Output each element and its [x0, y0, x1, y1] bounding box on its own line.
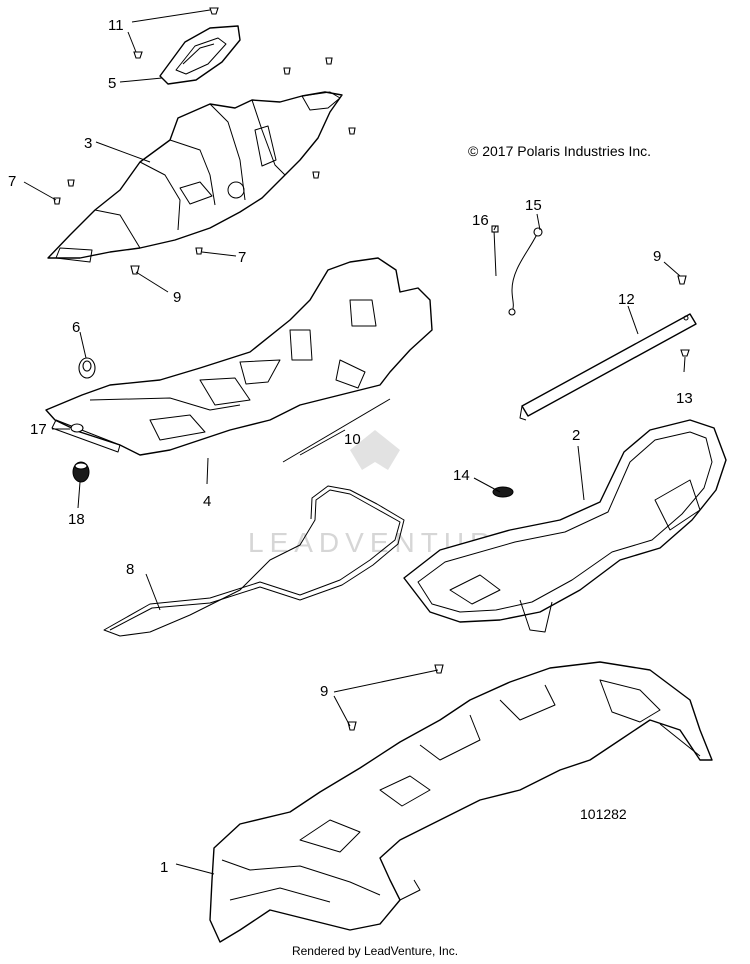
screw-e — [67, 179, 75, 187]
screw-c — [348, 127, 356, 135]
callout-10: 10 — [344, 431, 361, 448]
part-16-stud — [491, 225, 499, 277]
callout-13: 13 — [676, 390, 693, 407]
callout-17: 17 — [30, 421, 47, 438]
screw-7b — [195, 247, 203, 255]
part-6-grommet — [78, 357, 96, 379]
screw-13 — [680, 349, 690, 357]
part-17-washer — [70, 423, 84, 433]
leader-lines — [23, 9, 686, 875]
fasteners — [53, 7, 690, 731]
callout-14: 14 — [453, 467, 470, 484]
part-10-rod — [282, 398, 391, 463]
part-15-cable — [508, 227, 543, 316]
part-12-strap — [519, 313, 697, 421]
screw-b — [325, 57, 333, 65]
diagram-id: 101282 — [580, 806, 627, 822]
screw-9c-upper — [434, 664, 444, 674]
screw-d — [312, 171, 320, 179]
screw-11 — [133, 51, 143, 59]
callout-8: 8 — [126, 561, 134, 578]
part-2-lower-tub — [403, 419, 727, 633]
callout-5: 5 — [108, 75, 116, 92]
screw-9c-lower — [347, 721, 357, 731]
callout-3: 3 — [84, 135, 92, 152]
callout-9b: 9 — [653, 248, 661, 265]
callout-7b: 7 — [238, 249, 246, 266]
part-18-bushing — [72, 461, 90, 483]
part-4-floor-tray — [45, 257, 433, 456]
callout-15: 15 — [525, 197, 542, 214]
callout-9a: 9 — [173, 289, 181, 306]
part-5-bezel — [159, 25, 241, 85]
part-14-plug — [492, 486, 514, 498]
callout-16: 16 — [472, 212, 489, 229]
copyright-notice: © 2017 Polaris Industries Inc. — [468, 143, 652, 159]
callouts: 11 5 3 7 7 9 6 17 18 4 8 10 16 15 9 12 1… — [8, 17, 693, 876]
callout-1: 1 — [160, 859, 168, 876]
callout-11: 11 — [108, 17, 124, 34]
part-3-dash-panel — [47, 91, 343, 263]
callout-9c: 9 — [320, 683, 328, 700]
render-credit: Rendered by LeadVenture, Inc. — [291, 944, 459, 958]
part-1-lower-fender — [209, 661, 713, 943]
screw-9b — [677, 275, 687, 285]
callout-2: 2 — [572, 427, 580, 444]
part-8-seal — [103, 485, 405, 637]
callout-12: 12 — [618, 291, 635, 308]
screw-top — [209, 7, 219, 15]
callout-4: 4 — [203, 493, 211, 510]
screw-a — [283, 67, 291, 75]
callout-18: 18 — [68, 511, 85, 528]
callout-6: 6 — [72, 319, 80, 336]
screw-9a — [130, 265, 140, 275]
callout-7a: 7 — [8, 173, 16, 190]
